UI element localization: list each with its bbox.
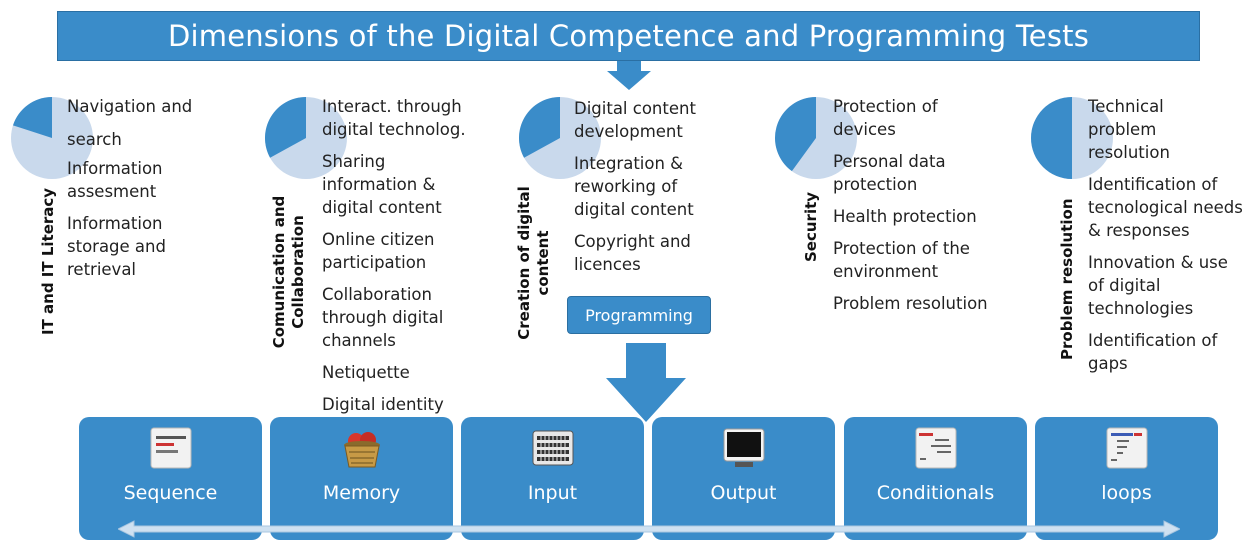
- list-item: Health protection: [833, 207, 977, 226]
- conditional-code-icon: [915, 427, 956, 469]
- dimension-items-problem-resolution: Technical problem resolution Identificat…: [1088, 95, 1253, 384]
- pie-icon-communication: [264, 97, 347, 179]
- dimension-items-security: Protection of devices Personal data prot…: [833, 95, 1023, 324]
- list-item: Digital identity: [322, 395, 444, 414]
- pie-icon-creation: [518, 97, 601, 179]
- list-item: Navigation and: [67, 97, 193, 116]
- list-item: Integration & reworking of digital conte…: [574, 154, 694, 219]
- tile-loops[interactable]: loops: [1035, 417, 1218, 540]
- dimension-items-it-literacy: Navigation and search Information assesm…: [67, 95, 257, 290]
- dimension-label-it-literacy: IT and IT Literacy: [39, 187, 57, 335]
- dimension-label-communication: Comunication and Collaboration: [270, 195, 307, 349]
- list-item: Innovation & use of digital technologies: [1088, 253, 1228, 318]
- monitor-icon: [723, 428, 764, 467]
- list-item: Protection of devices: [833, 97, 938, 139]
- list-item: Technical problem resolution: [1088, 97, 1170, 162]
- down-arrow-icon: [607, 61, 651, 90]
- list-item: Information storage and retrieval: [67, 214, 166, 279]
- tile-input[interactable]: Input: [461, 417, 644, 540]
- list-item: Sharing information & digital content: [322, 152, 442, 217]
- list-item: Interact. through digital technolog.: [322, 97, 466, 139]
- list-item: Protection of the environment: [833, 239, 970, 281]
- list-item: Identification of gaps: [1088, 331, 1218, 373]
- code-sequence-icon: [150, 427, 191, 469]
- dimension-items-communication: Interact. through digital technolog. Sha…: [322, 95, 502, 425]
- tile-sequence[interactable]: Sequence: [79, 417, 262, 540]
- double-arrow-axis-icon: [118, 520, 1180, 538]
- tile-label: Conditionals: [876, 482, 995, 504]
- page-title: Dimensions of the Digital Competence and…: [57, 11, 1200, 61]
- pie-icon-it-literacy: [11, 97, 93, 179]
- dimension-label-creation: Creation of digital content: [515, 186, 552, 340]
- basket-icon: [343, 432, 380, 468]
- tile-memory[interactable]: Memory: [270, 417, 453, 540]
- loop-code-icon: [1106, 427, 1147, 469]
- programming-button[interactable]: Programming: [567, 296, 711, 334]
- list-item: Problem resolution: [833, 294, 988, 313]
- tile-label: loops: [1101, 482, 1152, 504]
- down-arrow-icon: [606, 343, 686, 422]
- pie-icon-problem-resolution: [1031, 97, 1113, 179]
- dimension-label-problem-resolution: Problem resolution: [1058, 198, 1076, 360]
- list-item: Personal data protection: [833, 152, 946, 194]
- list-item: Copyright and licences: [574, 232, 691, 274]
- list-item: Identification of tecnological needs & r…: [1088, 175, 1243, 240]
- pie-icon-security: [774, 97, 857, 179]
- tile-conditionals[interactable]: Conditionals: [844, 417, 1027, 540]
- tile-label: Sequence: [123, 482, 218, 504]
- tile-output[interactable]: Output: [652, 417, 835, 540]
- dimension-items-creation: Digital content development Integration …: [574, 97, 754, 285]
- list-item: Information assesment: [67, 159, 163, 201]
- dimension-label-security: Security: [802, 191, 820, 262]
- list-item: search: [67, 130, 122, 149]
- tile-label: Output: [710, 482, 777, 504]
- list-item: Collaboration through digital channels: [322, 285, 444, 350]
- tile-label: Memory: [322, 482, 401, 504]
- list-item: Netiquette: [322, 363, 410, 382]
- keyboard-icon: [532, 430, 573, 466]
- list-item: Online citizen participation: [322, 230, 435, 272]
- tile-label: Input: [527, 482, 578, 504]
- list-item: Digital content development: [574, 99, 696, 141]
